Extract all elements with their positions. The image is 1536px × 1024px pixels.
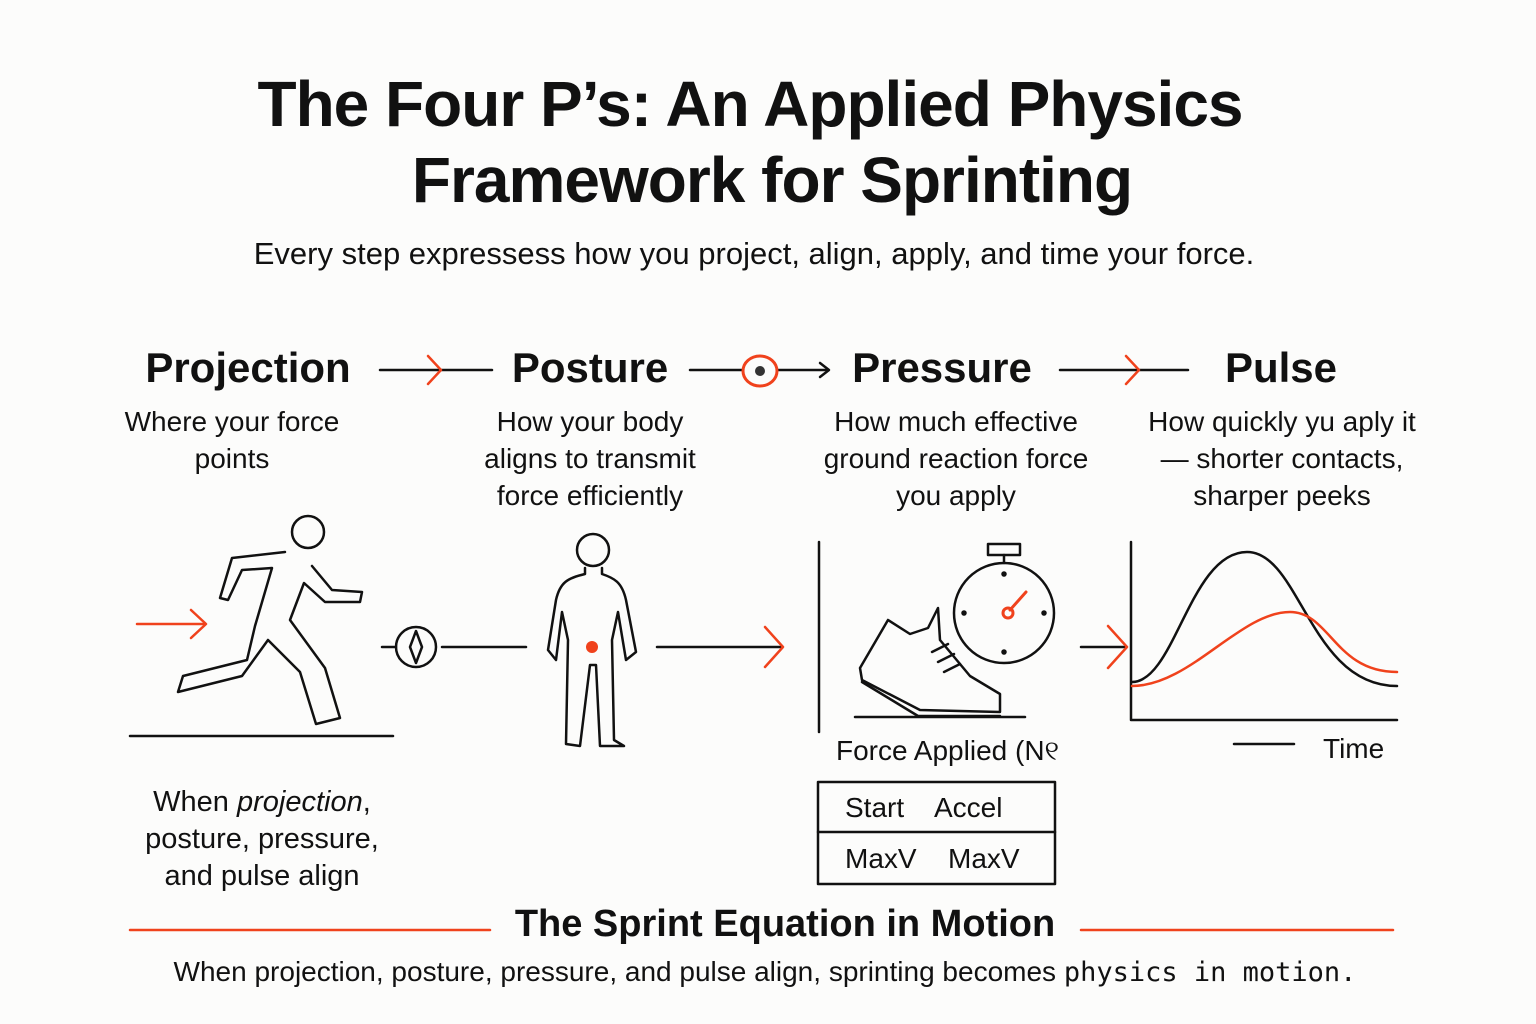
stage-heading-pressure: Pressure [852, 344, 1032, 391]
table-box [816, 780, 1057, 886]
desc-line: How much effective [834, 406, 1078, 437]
footer-text-mono: physics in motion. [1063, 957, 1357, 988]
footer-text: When projection, posture, pressure, and … [0, 956, 1530, 988]
desc-line: sharper peeks [1193, 480, 1371, 511]
time-axis-label: Time [1323, 733, 1385, 764]
table-cell: MaxV [845, 843, 917, 874]
stage-heading-projection: Projection [145, 344, 351, 391]
force-axis-label: Force Applied (N୧ [836, 735, 1060, 766]
stage-desc-pulse: How quickly yu aply it — shorter contact… [1112, 403, 1452, 514]
desc-line: you apply [896, 480, 1016, 511]
subtitle: Every step expressess how you project, a… [253, 236, 1255, 271]
desc-line: aligns to transmit [484, 443, 696, 474]
desc-line: How your body [496, 406, 684, 437]
title-line-2: Framework for Sprinting [411, 144, 1133, 216]
align-note: When projection, posture, pressure, and … [92, 784, 432, 895]
desc-line: ground reaction force [823, 443, 1089, 474]
runner-icon [128, 514, 395, 738]
title-line-1: The Four P’s: An Applied Physics [257, 68, 1243, 140]
footer-heading: The Sprint Equation in Motion [514, 903, 1056, 945]
table-cell: MaxV [948, 843, 1020, 874]
desc-line: How quickly yu aply it [1148, 406, 1416, 437]
sharp-force-curve [1130, 550, 1399, 688]
table-cell: Accel [934, 792, 1003, 823]
stage-heading-pulse: Pulse [1224, 344, 1338, 391]
stage-desc-projection: Where your force points [62, 403, 402, 477]
desc-line: points [194, 443, 270, 474]
arrow-connector-1 [378, 354, 494, 386]
compass-icon [380, 625, 528, 669]
target-connector-2 [688, 354, 831, 388]
align-note-prefix: When [153, 786, 237, 818]
desc-line: force efficiently [496, 480, 684, 511]
shoe-stopwatch-icon [817, 540, 1056, 734]
desc-line: — shorter contacts, [1160, 443, 1404, 474]
footer-text-main: When projection, posture, pressure, and … [173, 956, 1064, 987]
desc-line: Where your force [124, 406, 340, 437]
stage-heading-posture: Posture [511, 344, 669, 391]
table-cell: Start [845, 792, 905, 823]
arrow-connector-3 [1058, 354, 1190, 386]
align-note-line: posture, pressure, [145, 823, 379, 855]
stage-desc-posture: How your body aligns to transmit force e… [420, 403, 760, 514]
align-note-suffix: , [362, 786, 371, 818]
align-note-emph: projection [237, 786, 363, 818]
align-note-line: and pulse align [164, 860, 360, 892]
force-time-curve-chart [1079, 540, 1399, 746]
broad-force-curve [1130, 610, 1399, 688]
stage-desc-pressure: How much effective ground reaction force… [786, 403, 1126, 514]
standing-body-icon [546, 532, 785, 748]
